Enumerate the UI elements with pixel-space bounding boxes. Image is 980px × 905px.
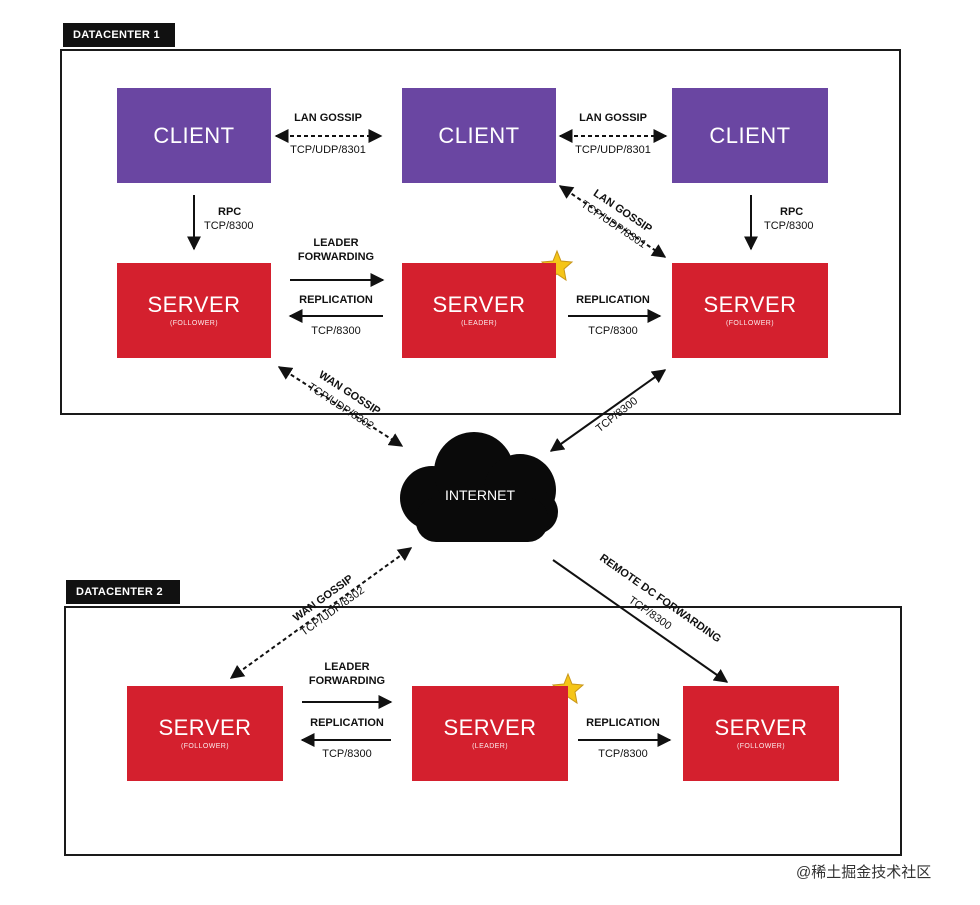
node-title: CLIENT xyxy=(153,122,235,148)
link-name: REPLICATION xyxy=(586,717,660,729)
lan-gossip-diagonal-line xyxy=(558,185,667,258)
link-port: TCP/8300 xyxy=(204,220,254,232)
dc1-leader-forwarding-label: LEADER FORWARDING xyxy=(286,236,386,264)
dc2-replication-left-label: REPLICATION xyxy=(297,716,397,730)
link-name: REPLICATION xyxy=(576,294,650,306)
dc1-server-right: SERVER (FOLLOWER) xyxy=(672,263,828,358)
lan-gossip-label-2: LAN GOSSIP xyxy=(563,111,663,125)
node-title: SERVER xyxy=(158,715,252,740)
dc1-client-mid: CLIENT xyxy=(402,88,556,183)
watermark: @稀土掘金技术社区 xyxy=(796,864,932,881)
dc1-server-left: SERVER (FOLLOWER) xyxy=(117,263,271,358)
link-port: TCP/8300 xyxy=(588,325,638,337)
dc1-replication-left-port: TCP/8300 xyxy=(286,324,386,338)
link-port: TCP/UDP/8301 xyxy=(575,144,651,156)
node-role: (FOLLOWER) xyxy=(737,743,785,750)
cloud-icon xyxy=(400,432,558,542)
lan-gossip-label-1: LAN GOSSIP xyxy=(278,111,378,125)
rpc-label-left: RPC TCP/8300 xyxy=(204,205,254,233)
link-name: LEADER xyxy=(313,237,359,249)
dc2-replication-left-port: TCP/8300 xyxy=(297,747,397,761)
dc2-replication-right-port: TCP/8300 xyxy=(573,747,673,761)
link-name: LAN GOSSIP xyxy=(294,112,362,124)
link-port: TCP/8300 xyxy=(322,748,372,760)
node-role: (LEADER) xyxy=(472,743,508,750)
node-title: SERVER xyxy=(147,292,241,317)
dc1-replication-right-label: REPLICATION xyxy=(563,293,663,307)
dc2-server-mid: SERVER (LEADER) xyxy=(412,686,568,781)
node-title: SERVER xyxy=(432,292,526,317)
dc1-client-left: CLIENT xyxy=(117,88,271,183)
link-name: REPLICATION xyxy=(299,294,373,306)
link-name-line2: FORWARDING xyxy=(297,251,375,263)
node-title: SERVER xyxy=(443,715,537,740)
link-name: REPLICATION xyxy=(310,717,384,729)
lan-gossip-port-1: TCP/UDP/8301 xyxy=(278,143,378,157)
node-role: (FOLLOWER) xyxy=(170,320,218,327)
node-role: (FOLLOWER) xyxy=(726,320,774,327)
node-role: (LEADER) xyxy=(461,320,497,327)
dc1-client-right: CLIENT xyxy=(672,88,828,183)
link-name: RPC xyxy=(780,206,804,218)
link-name: LEADER xyxy=(324,661,370,673)
internet-label: INTERNET xyxy=(445,487,515,503)
datacenter-2-tag: DATACENTER 2 xyxy=(66,580,180,604)
dc1-server-mid: SERVER (LEADER) xyxy=(402,263,556,358)
datacenter-1-tag: DATACENTER 1 xyxy=(63,23,175,47)
dc1-replication-left-label: REPLICATION xyxy=(286,293,386,307)
link-name-line2: FORWARDING xyxy=(308,675,386,687)
wan-gossip-dc1-line xyxy=(277,366,404,447)
dc2-server-left: SERVER (FOLLOWER) xyxy=(127,686,283,781)
dc2-replication-right-label: REPLICATION xyxy=(573,716,673,730)
node-role: (FOLLOWER) xyxy=(181,743,229,750)
node-title: SERVER xyxy=(703,292,797,317)
link-port: TCP/8300 xyxy=(311,325,361,337)
link-port: TCP/8300 xyxy=(764,220,814,232)
dc2-leader-forwarding-label: LEADER FORWARDING xyxy=(297,660,397,688)
dc2-server-right: SERVER (FOLLOWER) xyxy=(683,686,839,781)
remote-dc-forwarding-line xyxy=(552,559,729,683)
link-port: TCP/8300 xyxy=(598,748,648,760)
rpc-label-right: RPC TCP/8300 xyxy=(764,205,814,233)
lan-gossip-port-2: TCP/UDP/8301 xyxy=(563,143,663,157)
link-port: TCP/UDP/8301 xyxy=(290,144,366,156)
link-name: RPC xyxy=(218,206,242,218)
node-title: CLIENT xyxy=(709,122,791,148)
node-title: CLIENT xyxy=(438,122,520,148)
wan-gossip-dc2-line xyxy=(229,547,413,679)
link-name: LAN GOSSIP xyxy=(579,112,647,124)
node-title: SERVER xyxy=(714,715,808,740)
internet-rpc-line xyxy=(549,369,667,452)
dc1-replication-right-port: TCP/8300 xyxy=(563,324,663,338)
